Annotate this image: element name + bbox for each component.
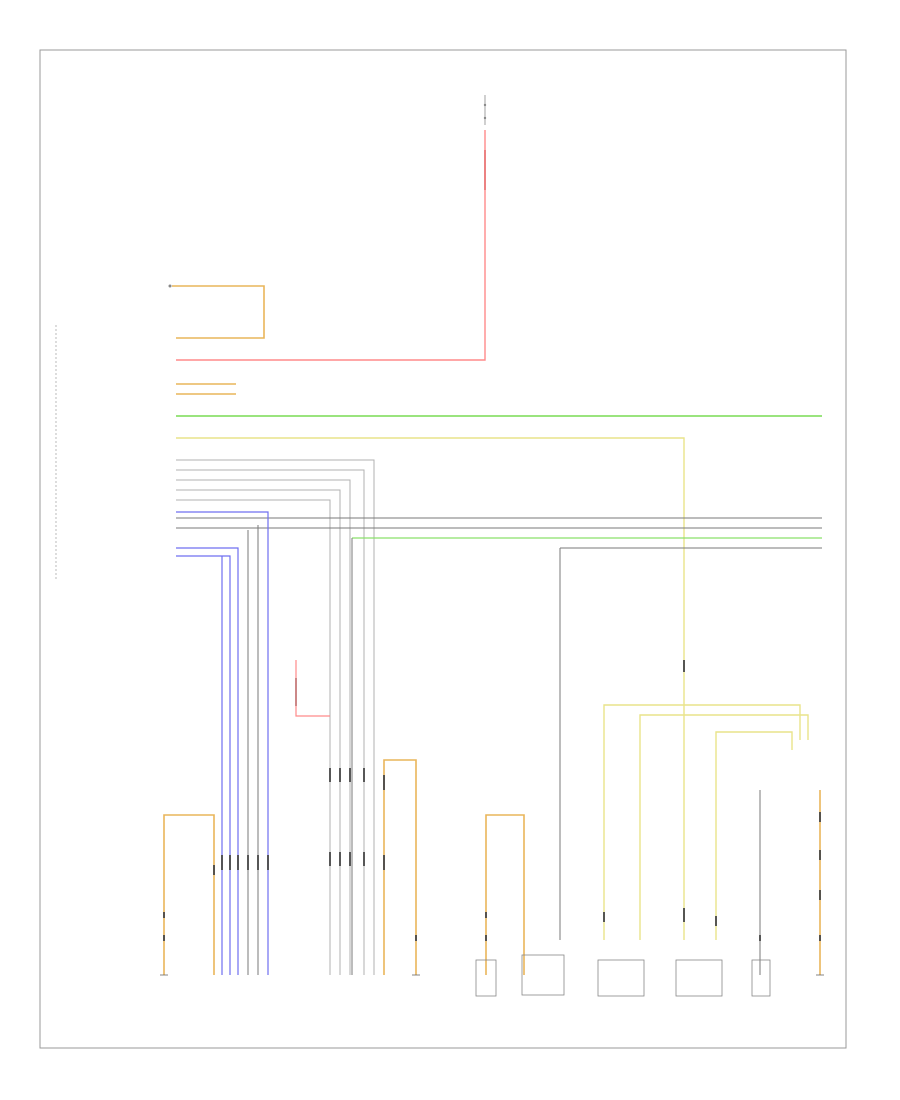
- component-boxes: [475, 954, 771, 997]
- wire-red: [176, 130, 486, 361]
- wire-orange-loop: [172, 285, 265, 339]
- terminal-top-left: [168, 284, 172, 288]
- wire-yellow: [176, 437, 685, 940]
- wire-dark-bundle: [176, 517, 822, 975]
- connector-marks: [163, 660, 821, 941]
- diagram-frame: [39, 49, 847, 1049]
- wire-gray-bundle: [176, 459, 375, 975]
- wire-blue-bundle: [176, 511, 269, 975]
